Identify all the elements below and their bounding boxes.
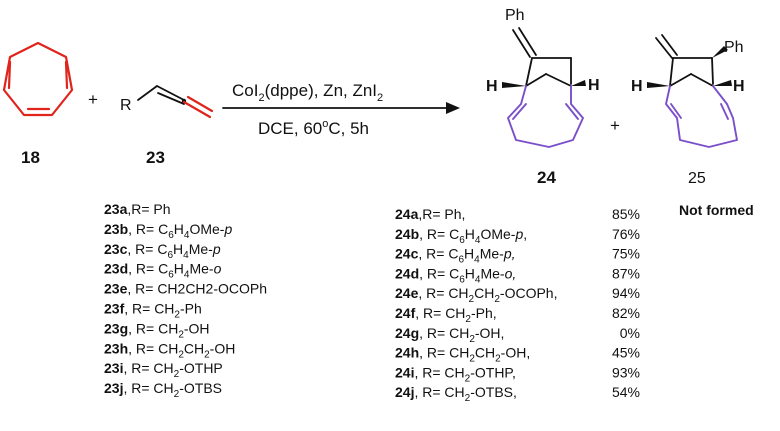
r-group-label: R <box>120 97 132 114</box>
list-item-24c: 24c, R= C6H4Me-p, <box>395 246 516 266</box>
list-item-23j: 23j, R= CH2-OTBS <box>104 380 222 400</box>
yield-24d: 87% <box>612 265 640 281</box>
list-item-24f: 24f, R= CH2-Ph, <box>395 305 497 325</box>
yield-24b: 76% <box>612 226 640 242</box>
list-item-24b: 24b, R= C6H4OMe-p, <box>395 226 527 246</box>
list-item-23i: 23i, R= CH2-OTHP <box>104 360 223 380</box>
cycloheptatriene-structure-18 <box>2 41 74 117</box>
list-item-23g: 23g, R= CH2-OH <box>104 320 210 340</box>
yield-24f: 82% <box>612 305 640 321</box>
list-item-23d: 23d, R= C6H4Me-o <box>104 261 222 281</box>
list-item-24i: 24i, R= CH2-OTHP, <box>395 364 516 384</box>
list-item-24d: 24d, R= C6H4Me-o, <box>395 265 516 285</box>
yield-24a: 85% <box>612 206 640 222</box>
compound-label-24: 24 <box>537 168 556 187</box>
h-label-left-25: H <box>631 78 643 95</box>
yield-24c: 75% <box>612 246 640 262</box>
list-item-24g: 24g, R= CH2-OH, <box>395 325 504 345</box>
yield-24e: 94% <box>612 285 640 301</box>
bicyclic-product-structure-24 <box>502 27 586 148</box>
yield-24g: 0% <box>620 325 640 341</box>
product-yield-list-24: 24a,R= Ph, 85% 24b, R= C6H4OMe-p, 76% 24c, R… <box>395 206 640 404</box>
plus-sign-1: + <box>88 90 98 109</box>
conditions-catalyst: CoI2(dppe), Zn, ZnI2 <box>232 81 383 104</box>
yield-24i: 93% <box>612 364 640 380</box>
phenyl-label-24: Ph <box>505 7 525 24</box>
compound-label-23: 23 <box>146 148 165 167</box>
list-item-23e: 23e, R= CH2CH2-OCOPh <box>104 281 267 297</box>
list-item-23b: 23b, R= C6H4OMe-p <box>104 221 232 241</box>
bicyclic-byproduct-structure-25 <box>647 34 738 148</box>
list-item-23a: 23a,R= Ph <box>104 201 171 217</box>
compound-label-18: 18 <box>21 148 40 167</box>
list-item-23c: 23c, R= C6H4Me-p <box>104 241 221 261</box>
reaction-arrow <box>222 102 460 114</box>
h-label-left-24: H <box>486 78 498 95</box>
allene-structure-23 <box>137 85 214 119</box>
list-item-24h: 24h, R= CH2CH2-OH, <box>395 345 530 365</box>
list-item-24j: 24j, R= CH2-OTBS, <box>395 384 517 404</box>
list-item-23h: 23h, R= CH2CH2-OH <box>104 340 235 360</box>
conditions-solvent-temp: DCE, 60oC, 5h <box>258 118 369 138</box>
yield-24h: 45% <box>612 345 640 361</box>
not-formed-label: Not formed <box>679 202 754 218</box>
list-item-23f: 23f, R= CH2-Ph <box>104 301 202 321</box>
list-item-24a: 24a,R= Ph, <box>395 206 465 222</box>
yield-24j: 54% <box>612 384 640 400</box>
h-label-right-25: H <box>733 78 745 95</box>
plus-sign-2: + <box>610 116 620 135</box>
compound-label-25: 25 <box>688 170 706 187</box>
list-item-24e: 24e, R= CH2CH2-OCOPh, <box>395 285 557 305</box>
h-label-right-24: H <box>588 77 600 94</box>
phenyl-label-25: Ph <box>724 39 744 56</box>
